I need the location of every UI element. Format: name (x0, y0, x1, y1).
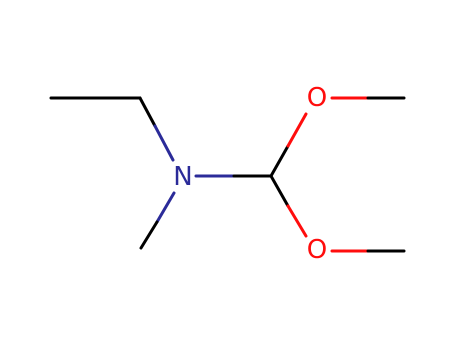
bond-acetal-o-top-carbon-half (269, 144, 290, 178)
atom-label-oxygen-top: O (307, 83, 327, 113)
atom-label-oxygen-bottom: O (307, 235, 327, 265)
bond-n-methyl-nitrogen-half (155, 191, 176, 224)
bond-ethyl-c2-n-carbon-half (138, 96, 157, 128)
bond-acetal-o-bottom-oxygen-half (286, 204, 308, 238)
bond-ethyl-c2-n-nitrogen-half (153, 124, 175, 162)
atom-label-nitrogen: N (173, 162, 192, 192)
bond-n-methyl-carbon-half (139, 220, 159, 250)
bond-acetal-o-bottom-carbon-half (269, 174, 290, 208)
bond-acetal-o-top-oxygen-half (286, 112, 308, 148)
